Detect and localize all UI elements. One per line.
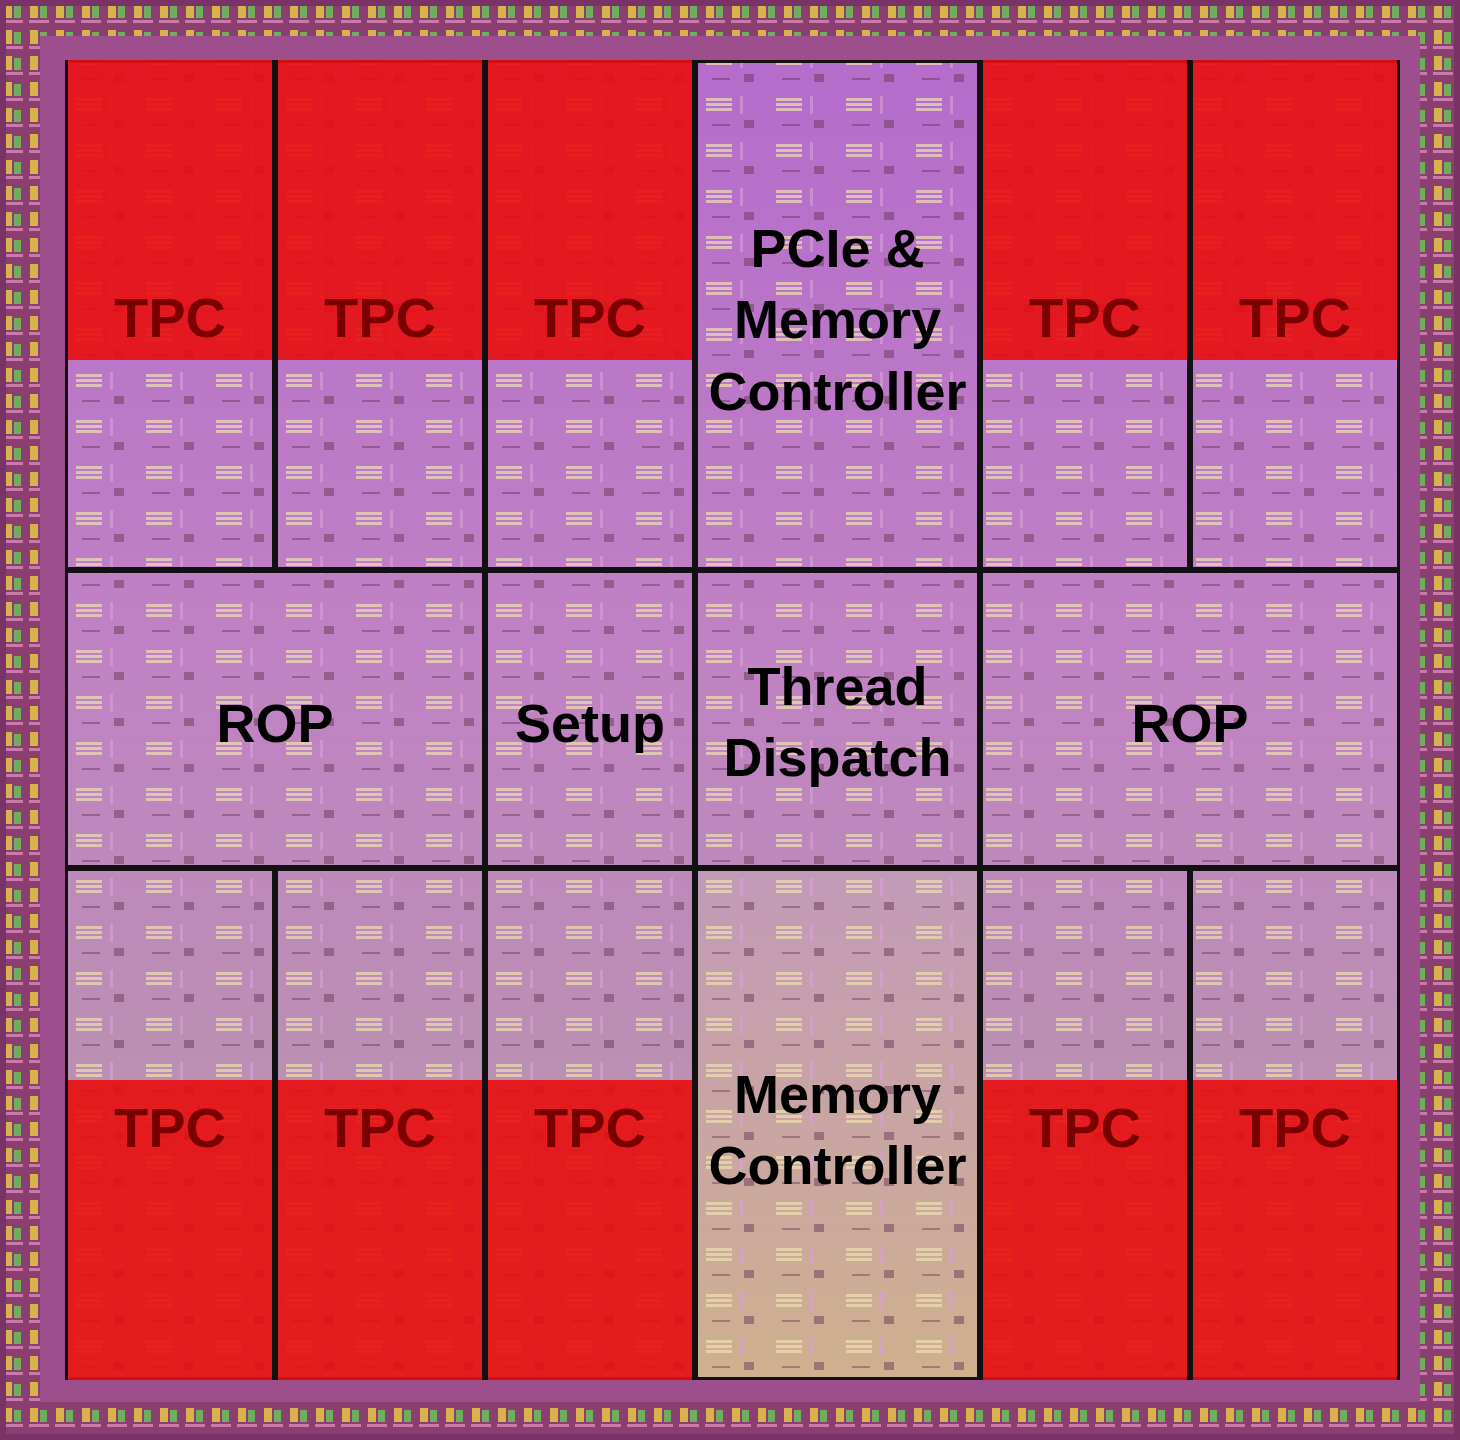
block-label: TPC (1199, 281, 1391, 355)
block-label: Thread Dispatch (704, 651, 971, 794)
block-label: TPC (284, 281, 476, 355)
die-block: ROP (980, 570, 1400, 868)
block-label: Memory Controller (704, 1059, 971, 1202)
block-label: ROP (989, 688, 1391, 759)
block-label: TPC (74, 1091, 266, 1165)
die-block: TPC (980, 868, 1190, 1380)
die-block: TPC (1190, 868, 1400, 1380)
die-block: TPC (1190, 60, 1400, 570)
die-block: TPC (485, 868, 695, 1380)
block-label: TPC (989, 281, 1181, 355)
die-block: TPC (275, 868, 485, 1380)
die-block: PCIe & Memory Controller (695, 60, 980, 570)
block-label: Setup (494, 688, 686, 759)
die-block: TPC (275, 60, 485, 570)
block-label: TPC (1199, 1091, 1391, 1165)
die-block: TPC (980, 60, 1190, 570)
block-label: ROP (74, 688, 476, 759)
die-block: TPC (65, 60, 275, 570)
die-block: Memory Controller (695, 868, 980, 1380)
die-block: ROP (65, 570, 485, 868)
block-label: TPC (494, 281, 686, 355)
block-label: TPC (284, 1091, 476, 1165)
die-block: Thread Dispatch (695, 570, 980, 868)
block-label: TPC (74, 281, 266, 355)
block-label: TPC (494, 1091, 686, 1165)
die-block: TPC (485, 60, 695, 570)
block-label: TPC (989, 1091, 1181, 1165)
die-block: Setup (485, 570, 695, 868)
block-label: PCIe & Memory Controller (704, 213, 971, 427)
die-block: TPC (65, 868, 275, 1380)
